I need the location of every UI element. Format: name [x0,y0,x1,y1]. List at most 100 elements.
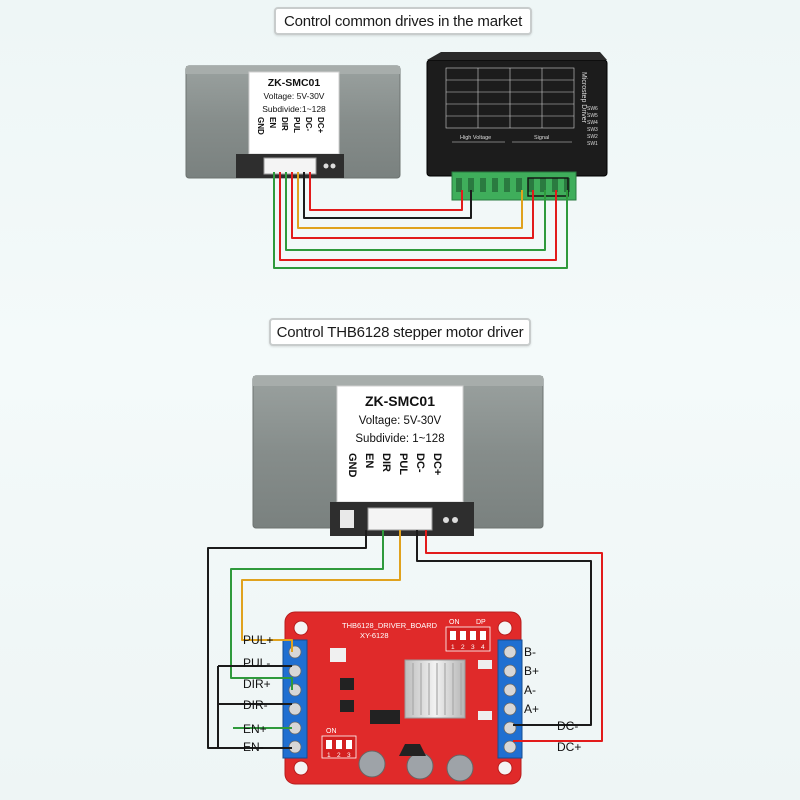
controller-pin-pul: PUL [292,117,301,133]
ic-1 [340,678,354,690]
controller-large: ZK-SMC01 Voltage: 5V-30V Subdivide: 1~12… [252,375,544,536]
controller-large-pin-pul: PUL [397,453,409,475]
controller-case-top [186,66,400,74]
mount-hole-tr [497,620,513,636]
controller-model-text: ZK-SMC01 [268,77,321,89]
controller-connector [263,157,317,175]
microstep-driver-top [427,52,607,60]
ic-3 [370,710,400,724]
wire-dir [230,530,384,690]
microstep-driver-sw2: SW2 [587,134,598,140]
terminal-left [282,639,308,759]
wire-en-gnd [207,530,367,749]
controller-pin-en: EN [268,117,277,128]
wire-top-dc-minus [303,172,472,219]
controller-large-pin-en: EN [363,453,375,468]
microstep-driver-body [426,59,608,177]
regulator [399,744,426,756]
mount-hole-br [497,760,513,776]
controller-large-connector [367,507,433,531]
controller-pin-dc-plus: DC+ [316,117,325,134]
label-pul-minus: PUL- [243,656,270,670]
thb6128-board: THB6128_DRIVER_BOARD XY-6128 ON DP 1 2 3… [282,611,523,785]
section-title-common-drives: Control common drives in the market [274,7,532,35]
thb6128-board-model: XY-6128 [360,631,389,640]
dip-top-num-4: 4 [481,644,485,651]
resistor-2 [478,711,492,720]
wire-top-en [273,172,568,269]
controller-large-subdivide-text: Subdivide: 1~128 [355,433,444,445]
microstep-driver-sw3: SW3 [587,127,598,133]
dip-switch-top-dp: DP [476,619,486,626]
dip-bottom-num-2: 2 [337,752,341,759]
microstep-driver-sw6: SW6 [587,106,598,112]
capacitor-1 [358,750,386,778]
controller-large-voltage-text: Voltage: 5V-30V [359,415,442,427]
wire-top-pul [297,172,523,229]
microstep-driver-high-voltage: High Voltage [460,135,491,141]
label-b-plus: B+ [524,664,539,678]
microstep-driver-title: Microstep Driver [580,72,587,124]
wire-top-pul-2 [291,172,534,239]
controller-large-chip [340,510,354,528]
controller-large-pin-dc-plus: DC+ [431,453,443,475]
controller-large-pin-dc-minus: DC- [414,453,426,473]
controller-label-plate [248,71,340,155]
wire-top-dc-plus [309,172,463,211]
dip-bottom-num-1: 1 [327,752,331,759]
controller-led-2 [330,163,336,169]
controller-voltage-text: Voltage: 5V-30V [264,91,325,101]
label-a-minus: A- [524,683,536,697]
controller-large-model-text: ZK-SMC01 [365,393,435,409]
dip-top-num-1: 1 [451,644,455,651]
ic-2 [340,700,354,712]
optocoupler-1 [330,648,346,662]
label-dc-plus: DC+ [557,740,581,754]
controller-small: ZK-SMC01 Voltage: 5V-30V Subdivide:1~128… [185,65,401,179]
label-dir-plus: DIR+ [243,677,271,691]
label-pul-plus: PUL+ [243,633,273,647]
capacitor-2 [406,752,434,780]
controller-large-led [443,517,449,523]
controller-large-case-top [253,376,543,386]
dip-switch-top-on: ON [449,619,460,626]
controller-pin-dir: DIR [280,117,289,131]
resistor-1 [478,660,492,669]
microstep-driver-sw4: SW4 [587,120,598,126]
dip-top-num-3: 3 [471,644,475,651]
controller-subdivide-text: Subdivide:1~128 [262,104,326,114]
wire-dc-minus [416,530,592,726]
dip-bottom-num-3: 3 [347,752,351,759]
label-dc-minus: DC- [557,719,578,733]
wire-pul [241,530,401,652]
label-a-plus: A+ [524,702,539,716]
controller-large-pin-dir: DIR [380,453,392,472]
microstep-driver-jumper [527,177,569,197]
controller-pin-dc-minus: DC- [304,117,313,132]
dip-top-num-2: 2 [461,644,465,651]
label-en-plus: EN+ [243,722,267,736]
heatsink [404,659,466,719]
microstep-driver-sw5: SW5 [587,113,598,119]
wire-top-dir [285,172,546,251]
controller-large-pin-gnd: GND [346,453,358,478]
controller-pin-gnd: GND [256,117,265,135]
capacitor-3 [446,754,474,782]
label-b-minus: B- [524,645,536,659]
microstep-driver-signal: Signal [534,135,549,141]
terminal-right [497,639,523,759]
label-en-minus: EN- [243,740,264,754]
wire-top-dir-2 [279,172,557,261]
wire-dc-plus [425,530,603,742]
controller-large-led-2 [452,517,458,523]
microstep-driver: Microstep Driver SW6 SW5 SW4 SW3 SW2 SW1… [426,52,608,201]
section-title-thb6128: Control THB6128 stepper motor driver [269,318,531,346]
dip-switch-bottom-on: ON [326,728,337,735]
label-dir-minus: DIR- [243,698,268,712]
mount-hole-bl [293,760,309,776]
microstep-driver-sw1: SW1 [587,141,598,147]
controller-large-label-plate [336,385,464,503]
controller-led [323,163,329,169]
thb6128-board-name: THB6128_DRIVER_BOARD [342,621,438,630]
